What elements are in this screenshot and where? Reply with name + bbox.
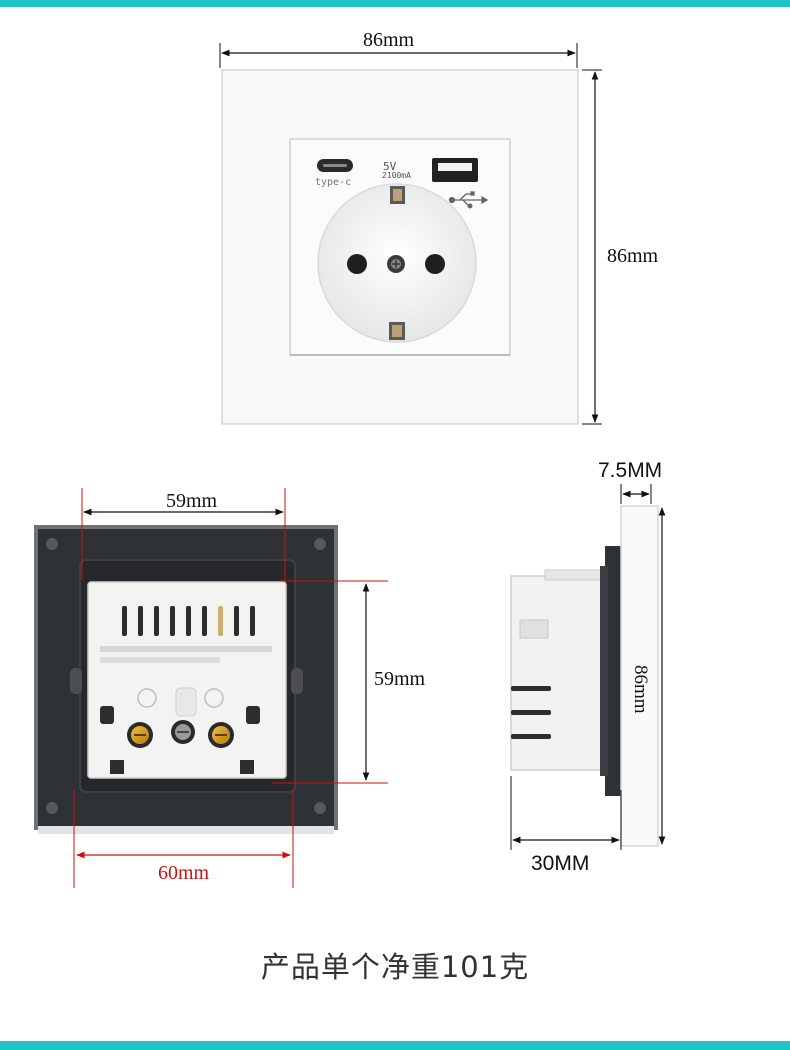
type-c-label: type-c bbox=[315, 177, 352, 188]
product-weight-caption: 产品单个净重101克 bbox=[260, 950, 530, 984]
bottom-accent-bar bbox=[0, 1041, 790, 1050]
side-height-label: 86mm bbox=[630, 665, 651, 714]
side-front-plate bbox=[620, 505, 659, 847]
top-accent-bar bbox=[0, 0, 790, 7]
back-dimension-lines bbox=[73, 488, 388, 888]
back-vent-slots bbox=[122, 606, 255, 636]
front-view bbox=[219, 43, 602, 425]
back-top-width-label: 59mm bbox=[166, 490, 218, 512]
plate-thickness-label: 7.5MM bbox=[598, 459, 663, 482]
side-body bbox=[510, 575, 610, 771]
front-height-label: 86mm bbox=[607, 245, 659, 267]
back-height-label: 59mm bbox=[374, 668, 426, 690]
usb-current-label: 2100mA bbox=[382, 171, 411, 180]
pin-hole-right bbox=[425, 254, 445, 274]
front-width-label: 86mm bbox=[363, 29, 415, 51]
back-bottom-width-label: 60mm bbox=[158, 862, 210, 884]
side-view bbox=[510, 484, 666, 850]
depth-label: 30MM bbox=[531, 852, 590, 875]
pin-hole-left bbox=[347, 254, 367, 274]
usb-voltage-label: 5V bbox=[383, 160, 397, 173]
side-mounting-frame bbox=[605, 546, 623, 796]
back-view bbox=[34, 488, 388, 888]
usb-symbol-icon bbox=[448, 191, 489, 209]
